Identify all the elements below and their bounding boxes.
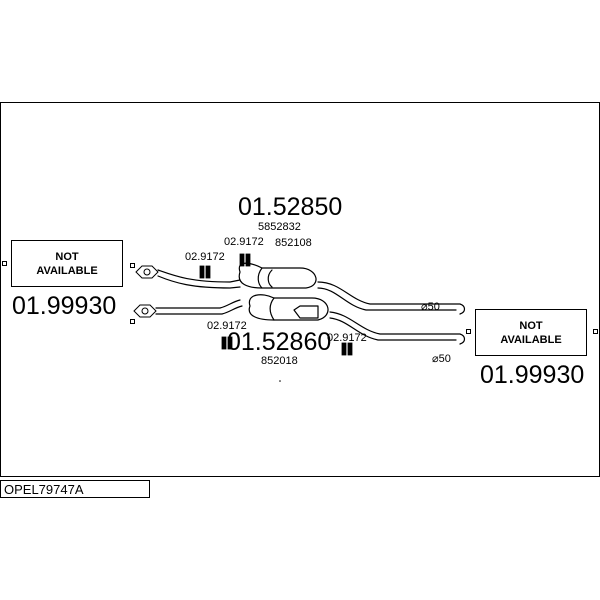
- front-pipe-bottom: [155, 299, 243, 315]
- not-available-right-line1: NOT: [519, 320, 543, 332]
- flange-top: [135, 265, 159, 279]
- not-available-box-left: [11, 240, 123, 287]
- clamp-label-top-left: 02.9172: [185, 251, 225, 263]
- clamp-icon-top-mid: [239, 253, 251, 267]
- tail-pipe-bottom: [329, 311, 466, 345]
- not-available-right-line2: AVAILABLE: [500, 334, 561, 346]
- code-box: [0, 480, 150, 498]
- muffler-bottom: [248, 294, 329, 321]
- flange-bottom: [133, 304, 157, 318]
- connector-marker-left-outer: [2, 261, 7, 266]
- clamp-icon-top-left: [199, 265, 211, 279]
- not-available-left-line2: AVAILABLE: [36, 265, 97, 277]
- not-available-box-right: [475, 309, 587, 356]
- not-available-left-line1: NOT: [55, 251, 79, 263]
- clamp-label-bottom-right: 02.9172: [327, 332, 367, 344]
- connector-marker-left-inner: [130, 263, 135, 268]
- part-number-rear-right: 01.99930: [480, 361, 584, 389]
- diameter-label-top: ⌀50: [421, 301, 440, 313]
- diagram-code: OPEL79747A: [4, 482, 84, 497]
- ref-main-muffler-top-1: 5852832: [258, 221, 301, 233]
- dot-mark: [279, 380, 281, 382]
- clamp-icon-bottom-left: [221, 336, 233, 350]
- clamp-label-top-mid: 02.9172: [224, 236, 264, 248]
- connector-marker-right-inner: [466, 329, 471, 334]
- diameter-label-bottom: ⌀50: [432, 353, 451, 365]
- tail-pipe-top: [317, 281, 466, 315]
- clamp-label-bottom-left: 02.9172: [207, 320, 247, 332]
- ref-main-muffler-bottom-1: 852018: [261, 355, 298, 367]
- connector-marker-left-lower: [130, 319, 135, 324]
- front-pipe-top: [157, 269, 241, 289]
- clamp-icon-bottom-right: [341, 342, 353, 356]
- part-number-front-left: 01.99930: [12, 292, 116, 320]
- drawing-frame: [0, 102, 600, 477]
- part-number-main-muffler-bottom: 01.52860: [227, 328, 331, 356]
- muffler-top: [238, 262, 317, 289]
- connector-marker-right-outer: [593, 329, 598, 334]
- ref-main-muffler-top-2: 852108: [275, 237, 312, 249]
- part-number-main-muffler-top: 01.52850: [238, 193, 342, 221]
